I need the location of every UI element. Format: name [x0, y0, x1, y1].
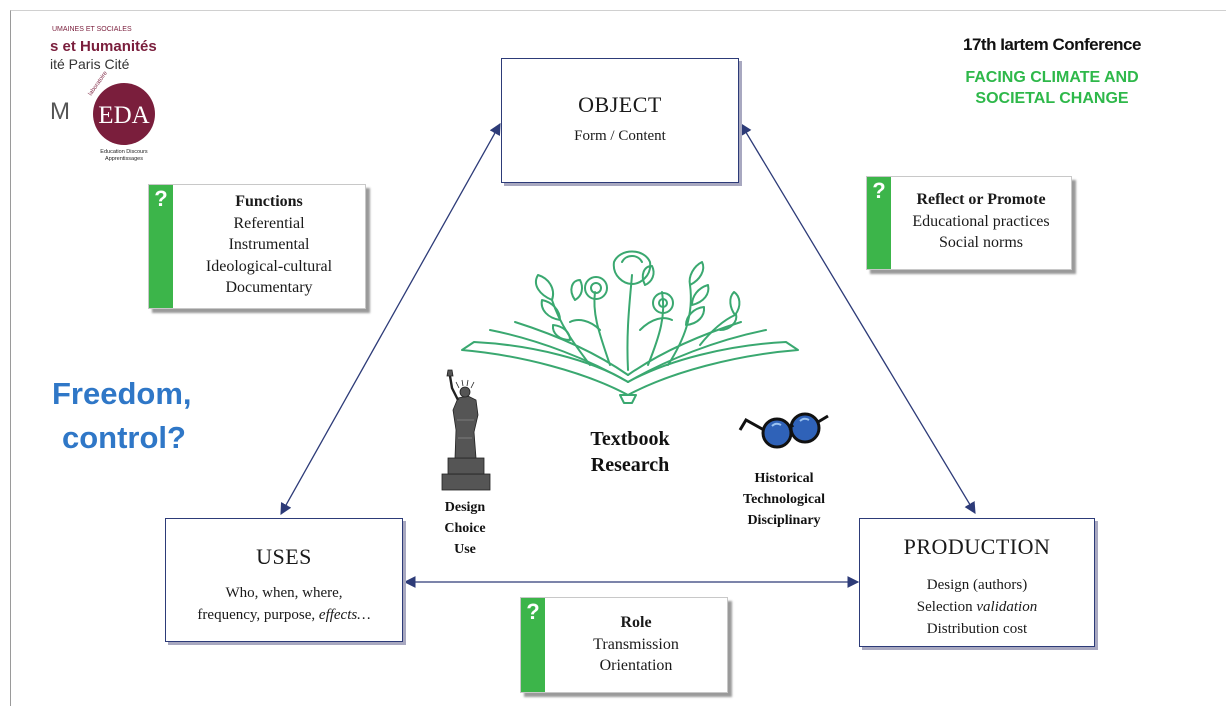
node-production-line-3: Distribution cost [926, 621, 1028, 637]
design-choice-use-label: Design Choice Use [422, 497, 508, 560]
role-item: Transmission [593, 635, 679, 653]
green-bar [521, 598, 545, 692]
question-mark-icon: ? [154, 186, 168, 211]
eda-caption-2: Apprentissages [105, 156, 143, 162]
eda-caption-1: Education Discours [100, 149, 148, 155]
node-production-line-2: Selection validation [860, 596, 1094, 618]
question-box-reflect: ? Reflect or Promote Educational practic… [866, 176, 1072, 270]
design-line: Design [444, 500, 486, 515]
historical-line: Technological [743, 492, 825, 507]
conference-title: 17th Iartem Conference [963, 35, 1141, 54]
design-line: Choice [444, 521, 486, 536]
logo-line-2: s et Humanités [50, 38, 157, 55]
question-box-role: ? Role Transmission Orientation [520, 597, 728, 693]
arrow-object-production [740, 122, 976, 515]
logo-partial-mark: M [50, 98, 70, 125]
node-uses: USES Who, when, where, frequency, purpos… [165, 518, 403, 642]
historical-line: Disciplinary [747, 513, 821, 528]
historical-label: Historical Technological Disciplinary [720, 468, 848, 531]
reflect-item: Educational practices [912, 212, 1050, 230]
node-object-title: OBJECT [578, 92, 662, 117]
textbook-line-2: Research [590, 454, 670, 476]
node-production-line-2-italic: validation [976, 599, 1038, 615]
freedom-line-1: Freedom, [52, 376, 192, 411]
slide-frame [10, 10, 1226, 706]
arrow-object-uses [280, 122, 501, 516]
freedom-line-2: control? [62, 420, 186, 455]
node-uses-line-2-italic: effects… [318, 607, 371, 623]
conference-subtitle-1: FACING CLIMATE AND [965, 69, 1139, 86]
eda-letters: EDA [98, 102, 149, 129]
node-production-title: PRODUCTION [903, 534, 1051, 559]
question-box-functions: ? Functions Referential Instrumental Ide… [148, 184, 366, 309]
question-mark-icon: ? [872, 178, 886, 203]
node-object: OBJECT Form / Content [501, 58, 739, 183]
node-object-line: Form / Content [574, 128, 666, 144]
node-uses-line-1: Who, when, where, [225, 585, 343, 601]
role-item: Orientation [599, 657, 673, 674]
reflect-item: Social norms [939, 234, 1023, 251]
design-line: Use [454, 542, 476, 557]
functions-item: Instrumental [228, 236, 310, 253]
role-heading: Role [620, 614, 652, 631]
green-bar [867, 177, 891, 269]
textbook-line-1: Textbook [590, 428, 670, 450]
node-production: PRODUCTION Design (authors) Selection va… [859, 518, 1095, 647]
node-uses-title: USES [256, 544, 312, 569]
statue-of-liberty-icon [441, 369, 491, 491]
textbook-research-label: Textbook Research [560, 426, 700, 478]
logo-line-3: ité Paris Cité [50, 56, 130, 72]
eda-logo-icon: EDA laboratoire Education Discours Appre… [88, 70, 155, 162]
functions-item: Documentary [225, 279, 313, 296]
question-mark-icon: ? [526, 599, 540, 624]
green-bar [149, 185, 173, 308]
node-uses-line-2-plain: frequency, purpose, [197, 607, 319, 623]
book-flowers-icon [461, 250, 799, 404]
node-production-line-1: Design (authors) [926, 577, 1028, 593]
glasses-icon [738, 412, 829, 449]
historical-line: Historical [754, 471, 814, 486]
logo-line-1: UMAINES ET SOCIALES [52, 26, 132, 33]
functions-item: Referential [233, 214, 305, 232]
conference-subtitle-2: SOCIETAL CHANGE [975, 90, 1129, 107]
node-production-line-2-plain: Selection [916, 599, 977, 615]
reflect-heading: Reflect or Promote [916, 191, 1046, 208]
functions-heading: Functions [235, 193, 303, 210]
freedom-control-text: Freedom, control? [52, 372, 192, 460]
node-uses-line-2: frequency, purpose, effects… [166, 604, 402, 626]
functions-item: Ideological-cultural [205, 257, 333, 275]
